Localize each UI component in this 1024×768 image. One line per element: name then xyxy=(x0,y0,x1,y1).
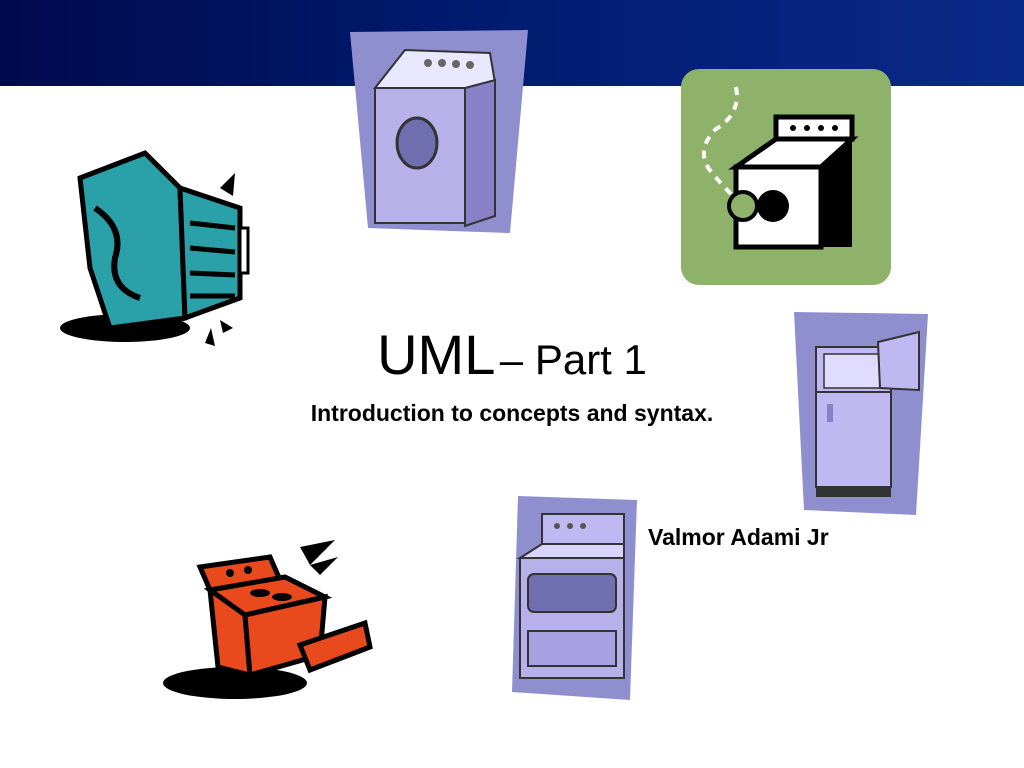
slide-title: UML – Part 1 xyxy=(0,322,1024,387)
title-rest: – Part 1 xyxy=(499,336,647,383)
refrigerator-icon xyxy=(794,312,928,515)
author-name: Valmor Adami Jr xyxy=(648,524,829,550)
range-oven-icon xyxy=(512,496,637,700)
slide-subtitle: Introduction to concepts and syntax. xyxy=(310,400,714,426)
title-main: UML xyxy=(377,323,496,386)
open-fridge-icon xyxy=(60,150,250,346)
open-oven-icon xyxy=(163,540,373,699)
dryer-icon xyxy=(681,69,891,285)
washing-machine-icon xyxy=(350,30,528,233)
